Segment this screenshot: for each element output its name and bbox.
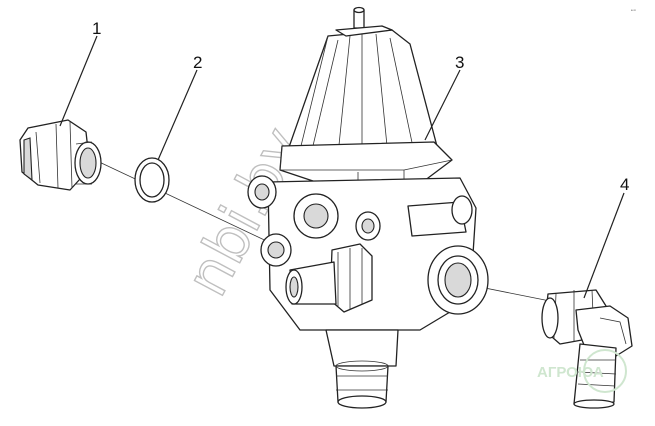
corner-mark: ᵃ ᵐ: [631, 8, 637, 13]
part-4-elbow-fitting: [541, 289, 633, 409]
agro-logo: АГРОЮА: [537, 349, 627, 393]
logo-text: АГРОЮА: [537, 364, 604, 381]
callout-4: 4: [620, 175, 629, 194]
axis-line-left: [94, 159, 276, 246]
callout-2: 2: [193, 53, 202, 72]
part-1-plug: [19, 119, 102, 191]
callout-3: 3: [455, 53, 464, 72]
leader-line-3: [424, 69, 461, 141]
part-3-valve-body: [247, 6, 489, 409]
leader-line-2: [157, 69, 198, 161]
leader-line-4: [583, 192, 625, 299]
leader-line-1: [59, 35, 98, 127]
part-2-o-ring: [134, 157, 170, 203]
callout-1: 1: [92, 19, 101, 38]
